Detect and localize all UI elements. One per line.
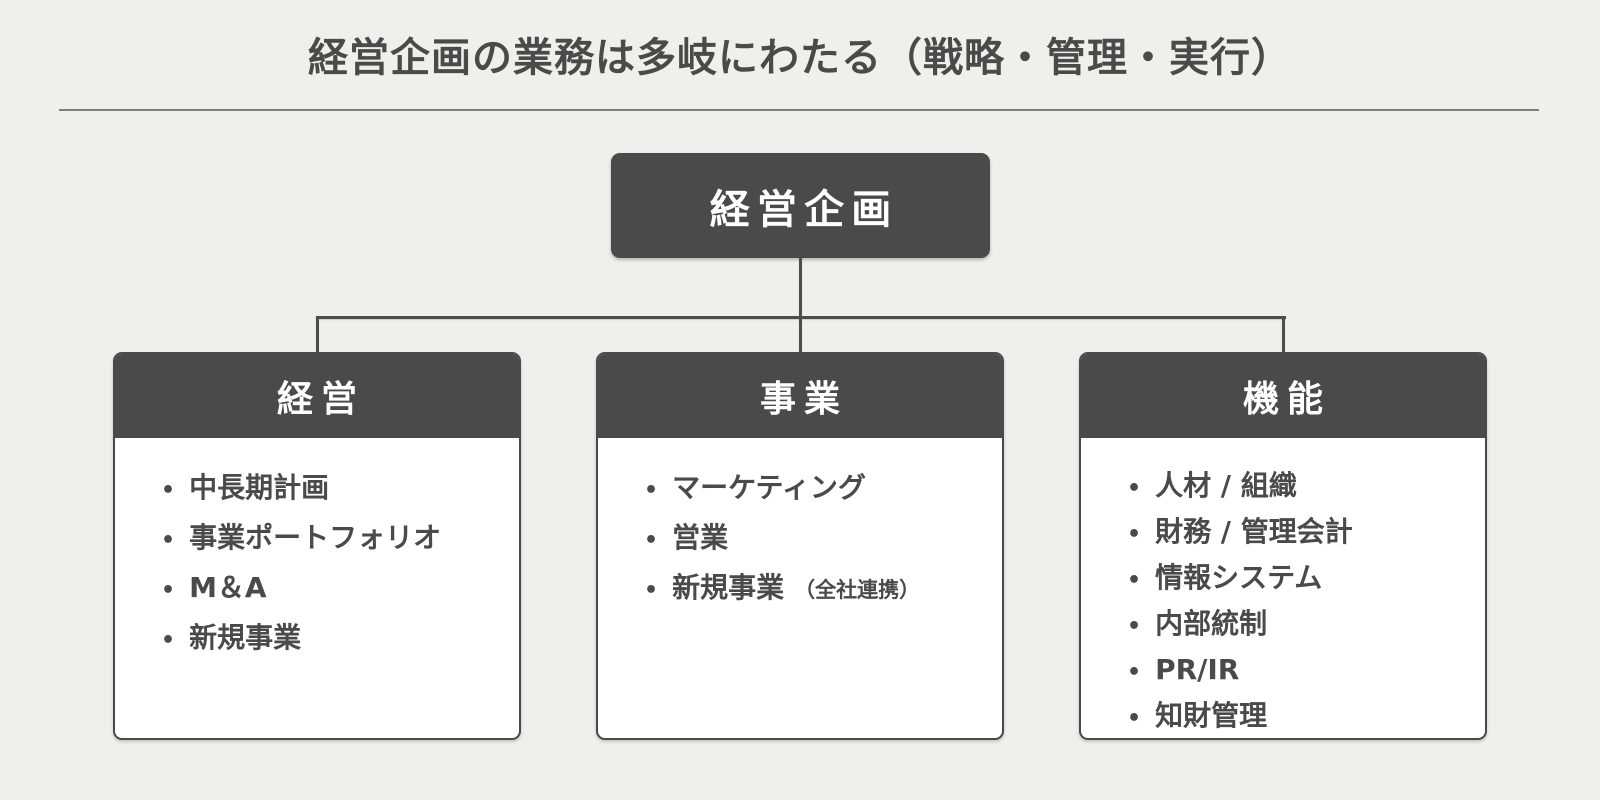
list-item-label: 中長期計画 — [189, 471, 330, 504]
list-item-label: 営業 — [672, 521, 729, 554]
column-list: • 人材 / 組織 • 財務 / 管理会計 • 情報システム • 内部統制 • … — [1081, 438, 1485, 738]
column-list: • マーケティング • 営業 • 新規事業 （全社連携） — [598, 438, 1002, 614]
connector-drop-center — [799, 316, 802, 353]
column-list: • 中長期計画 • 事業ポートフォリオ • M＆A • 新規事業 — [115, 438, 519, 664]
bullet-icon: • — [1127, 614, 1142, 639]
list-item: • 中長期計画 — [161, 464, 503, 514]
column-header: 事業 — [598, 354, 1002, 438]
list-item: • マーケティング — [644, 464, 986, 514]
column-business: 事業 • マーケティング • 営業 • 新規事業 （全社連携） — [596, 352, 1004, 740]
list-item: • PR/IR — [1127, 648, 1469, 694]
bullet-icon: • — [644, 578, 659, 603]
bullet-icon: • — [161, 628, 176, 653]
column-function: 機能 • 人材 / 組織 • 財務 / 管理会計 • 情報システム • 内部統制… — [1079, 352, 1487, 740]
list-item: • 新規事業 （全社連携） — [644, 564, 986, 614]
list-item-label: 人材 / 組織 — [1155, 469, 1297, 502]
list-item: • M＆A — [161, 564, 503, 614]
list-item: • 新規事業 — [161, 614, 503, 664]
list-item: • 情報システム — [1127, 556, 1469, 602]
list-item-label: 内部統制 — [1155, 607, 1268, 640]
title-divider — [59, 109, 1539, 111]
column-header: 機能 — [1081, 354, 1485, 438]
connector-drop-left — [316, 316, 319, 353]
connector-root-vertical — [799, 258, 802, 318]
list-item: • 知財管理 — [1127, 694, 1469, 738]
bullet-icon: • — [644, 528, 659, 553]
root-node-label: 経営企画 — [709, 186, 899, 233]
column-header-label: 経営 — [277, 379, 365, 420]
list-item-note: （全社連携） — [794, 578, 921, 602]
bullet-icon: • — [161, 528, 176, 553]
list-item-label: 知財管理 — [1155, 699, 1268, 732]
column-header-label: 事業 — [760, 379, 848, 420]
list-item-label: 事業ポートフォリオ — [189, 521, 442, 554]
bullet-icon: • — [1127, 522, 1142, 547]
list-item-label: 新規事業 — [189, 621, 302, 654]
column-header-label: 機能 — [1243, 379, 1331, 420]
bullet-icon: • — [1127, 660, 1142, 685]
list-item-label: PR/IR — [1155, 653, 1240, 686]
list-item-label: 新規事業 — [672, 571, 785, 604]
bullet-icon: • — [161, 578, 176, 603]
bullet-icon: • — [1127, 706, 1142, 731]
bullet-icon: • — [161, 478, 176, 503]
page-title: 経営企画の業務は多岐にわたる（戦略・管理・実行） — [308, 35, 1292, 81]
list-item-label: 財務 / 管理会計 — [1155, 515, 1353, 548]
bullet-icon: • — [1127, 568, 1142, 593]
list-item-label: M＆A — [189, 571, 267, 604]
list-item: • 人材 / 組織 — [1127, 464, 1469, 510]
list-item: • 営業 — [644, 514, 986, 564]
list-item-label: マーケティング — [672, 471, 866, 504]
connector-drop-right — [1282, 316, 1285, 353]
list-item-label: 情報システム — [1155, 561, 1323, 594]
column-header: 経営 — [115, 354, 519, 438]
root-node: 経営企画 — [611, 153, 990, 258]
list-item: • 内部統制 — [1127, 602, 1469, 648]
list-item: • 事業ポートフォリオ — [161, 514, 503, 564]
column-management: 経営 • 中長期計画 • 事業ポートフォリオ • M＆A • 新規事業 — [113, 352, 521, 740]
bullet-icon: • — [644, 478, 659, 503]
bullet-icon: • — [1127, 476, 1142, 501]
list-item: • 財務 / 管理会計 — [1127, 510, 1469, 556]
